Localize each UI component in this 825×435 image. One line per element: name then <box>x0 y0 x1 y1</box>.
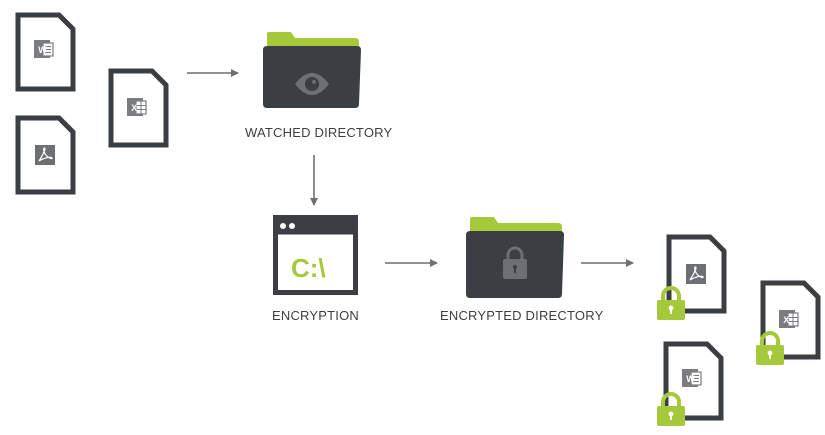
encrypted-directory-label: ENCRYPTED DIRECTORY <box>440 308 604 323</box>
locked-excel-badge-letter: X <box>783 315 789 325</box>
excel-badge-letter: X <box>131 103 137 113</box>
word-file-icon: W <box>18 15 73 89</box>
terminal-window-icon: C:\ <box>273 215 358 295</box>
pdf-file-icon <box>18 118 73 192</box>
word-badge-letter: W <box>38 45 47 55</box>
folder-eye-icon <box>263 32 361 108</box>
excel-file-icon: X <box>111 71 166 145</box>
terminal-prompt: C:\ <box>291 253 326 283</box>
folder-lock-icon <box>466 217 564 298</box>
locked-excel-file-icon: X <box>763 283 818 357</box>
locked-word-badge-letter: W <box>686 374 695 384</box>
encryption-label: ENCRYPTION <box>272 308 359 323</box>
locked-word-file-icon: W <box>666 344 721 418</box>
watched-directory-label: WATCHED DIRECTORY <box>245 125 393 140</box>
